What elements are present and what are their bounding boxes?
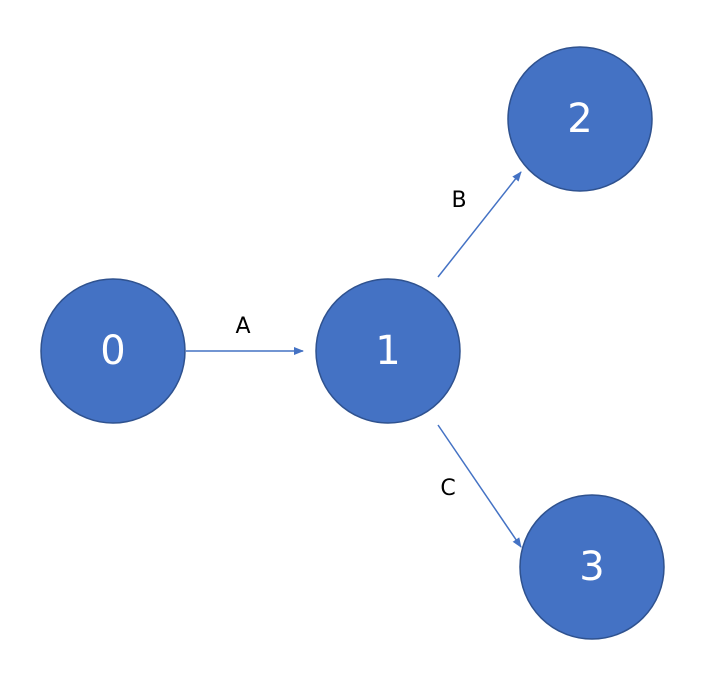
- edge-b-arrow: [437, 171, 522, 278]
- node-3-circle: [519, 494, 665, 640]
- edge-c-label: C: [440, 476, 455, 501]
- edge-c-arrow: [437, 424, 522, 548]
- node-1-circle: [315, 278, 461, 424]
- node-3: 3: [519, 494, 665, 640]
- node-0-label: 0: [100, 328, 125, 374]
- node-2-label: 2: [567, 96, 592, 142]
- node-0: 0: [40, 278, 186, 424]
- node-0-circle: [40, 278, 186, 424]
- node-1: 1: [315, 278, 461, 424]
- node-2: 2: [507, 46, 653, 192]
- node-2-circle: [507, 46, 653, 192]
- node-1-label: 1: [375, 328, 400, 374]
- edge-a-label: A: [235, 314, 250, 339]
- node-3-label: 3: [579, 544, 604, 590]
- edge-b-label: B: [451, 188, 466, 213]
